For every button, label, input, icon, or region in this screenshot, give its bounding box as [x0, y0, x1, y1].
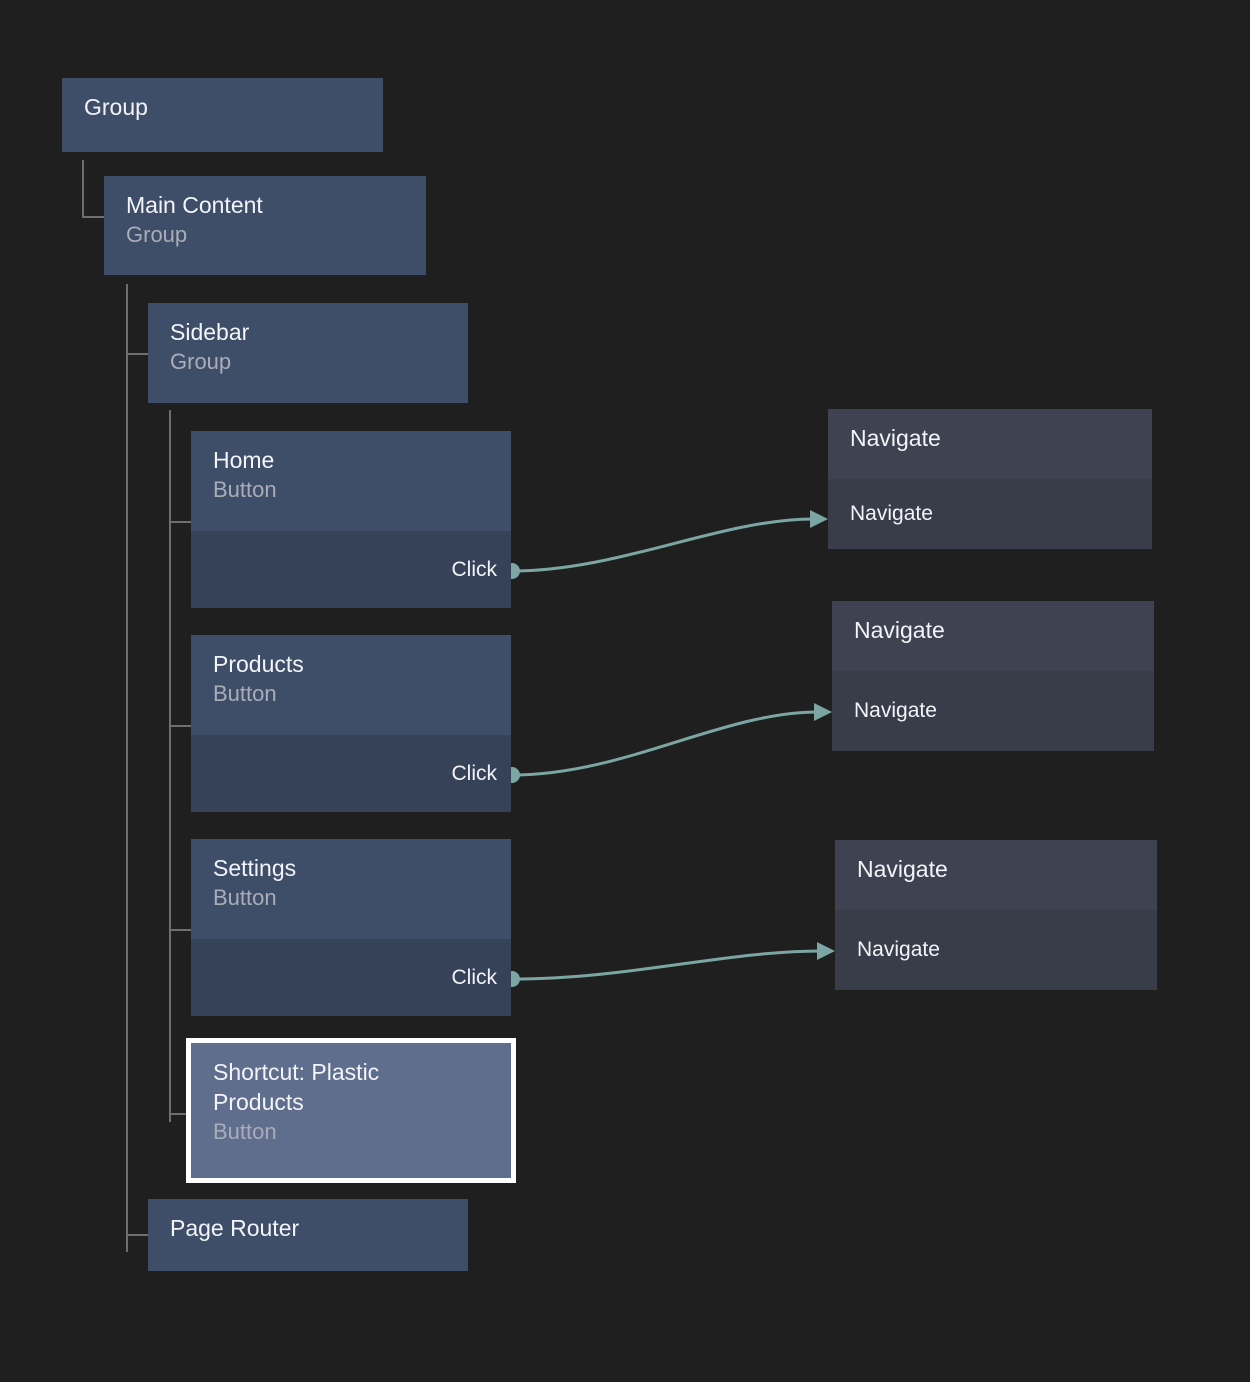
node-subtitle: Button [213, 1119, 277, 1144]
input-port-label[interactable]: Navigate [850, 502, 933, 525]
edge-curve[interactable] [510, 517, 816, 573]
edge-edge-settings-navigate[interactable] [504, 942, 835, 987]
tree-connector-line [82, 216, 104, 218]
edge-curve[interactable] [510, 710, 820, 777]
node-title: Sidebar [170, 319, 250, 345]
graph-node-page-router[interactable]: Page Router [148, 1199, 468, 1271]
node-subtitle: Group [126, 222, 188, 247]
node-title: Shortcut: Plastic Products [213, 1059, 380, 1115]
node-header[interactable]: Navigate [828, 409, 1152, 479]
node-title: Products [213, 651, 304, 677]
node-title: Home [213, 447, 275, 473]
tree-connector-line [169, 410, 171, 1122]
output-port-row[interactable]: Click [452, 559, 498, 580]
node-title: Navigate [857, 856, 948, 882]
tree-connector-line [169, 725, 191, 727]
tree-connector-line [126, 353, 148, 355]
node-subtitle: Group [170, 349, 232, 374]
node-header[interactable]: Group [62, 78, 383, 152]
node-body: Click [191, 939, 511, 1016]
node-title: Settings [213, 855, 297, 881]
graph-node-group-root[interactable]: Group [62, 78, 383, 152]
node-title: Page Router [170, 1215, 300, 1241]
tree-connector-line [169, 1113, 191, 1115]
arrowhead-icon [810, 510, 828, 528]
output-port-label: Click [451, 557, 498, 581]
node-title: Main Content [126, 192, 263, 218]
node-header[interactable]: Navigate [832, 601, 1154, 671]
node-body: Navigate [828, 479, 1152, 549]
node-title: Navigate [854, 617, 945, 643]
input-port-label[interactable]: Navigate [857, 938, 940, 961]
tree-connector-line [169, 929, 191, 931]
tree-connector-line [82, 160, 84, 218]
node-title: Group [84, 94, 148, 120]
arrowhead-icon [814, 703, 832, 721]
node-subtitle: Button [213, 885, 277, 910]
edge-edge-home-navigate[interactable] [504, 510, 828, 579]
node-header[interactable]: Page Router [148, 1199, 468, 1271]
output-port-row[interactable]: Click [452, 763, 498, 784]
tree-connector-line [126, 1234, 148, 1236]
tree-connector-line [169, 521, 191, 523]
output-port-row[interactable]: Click [452, 967, 498, 988]
node-body: Navigate [835, 910, 1157, 990]
node-body: Click [191, 531, 511, 608]
node-subtitle: Button [213, 477, 277, 502]
edge-edge-products-navigate[interactable] [504, 703, 832, 783]
node-body: Click [191, 735, 511, 812]
node-title: Navigate [850, 425, 941, 451]
node-header[interactable]: Navigate [835, 840, 1157, 910]
input-port-label[interactable]: Navigate [854, 699, 937, 722]
node-body: Navigate [832, 671, 1154, 751]
edge-curve[interactable] [510, 949, 823, 981]
arrowhead-icon [817, 942, 835, 960]
output-port-label: Click [451, 761, 498, 785]
output-port-label: Click [451, 965, 498, 989]
tree-connector-line [126, 284, 128, 1252]
node-subtitle: Button [213, 681, 277, 706]
